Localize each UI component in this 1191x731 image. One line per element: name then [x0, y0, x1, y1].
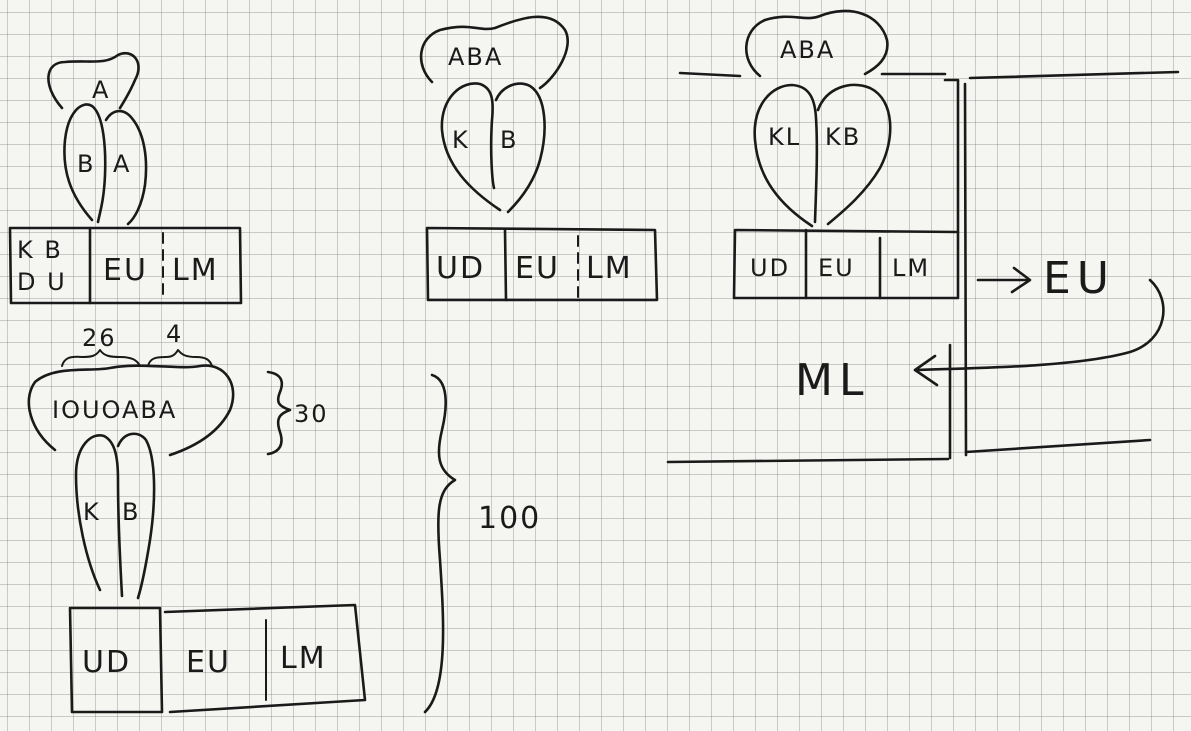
d3-lobe-left-label: KL — [768, 123, 801, 151]
d2-box-frame — [425, 226, 659, 302]
d1-lobe-left — [63, 103, 107, 224]
d3-arrow-right-head — [1010, 266, 1032, 294]
d3-cap — [744, 9, 889, 78]
d3-bottom-label: ML — [795, 355, 869, 406]
d3-right-vertical — [963, 82, 968, 457]
d1-lobe-right — [104, 109, 148, 226]
d1-box-left-line2: D U — [17, 268, 67, 296]
d1-cap — [47, 52, 140, 110]
d4-box-frame — [68, 606, 164, 714]
d4-cap — [27, 364, 235, 457]
d4-brace-right — [147, 349, 213, 367]
d2-lobe-left-label: K — [452, 126, 470, 154]
d3-cap-label: ABA — [780, 36, 835, 64]
d3-right-top-line — [968, 70, 1180, 80]
d2-box-divider — [503, 228, 508, 302]
d4-box-left: UD — [82, 645, 131, 680]
d2-box-left: UD — [436, 251, 485, 286]
d4-lobe-left-label: K — [83, 498, 101, 526]
d1-lobe-right-label: A — [113, 150, 131, 178]
d3-box-mid: EU — [818, 254, 855, 282]
d3-return-curve — [913, 278, 1165, 372]
d1-box-frame — [8, 226, 243, 305]
d3-lobe-left — [753, 83, 819, 228]
d1-box-right: LM — [172, 253, 219, 288]
d2-box-right: LM — [586, 251, 633, 286]
d2-cap-label: ABA — [448, 43, 503, 71]
d2-cap — [419, 15, 569, 90]
d4-brace-30 — [266, 370, 292, 456]
d4-brace-30-label: 30 — [294, 400, 329, 428]
d2-lobe-right-label: B — [500, 126, 518, 154]
d3-lobe-right — [816, 83, 892, 226]
d4-box-mid: EU — [186, 645, 231, 680]
d4-box-right: LM — [280, 641, 327, 676]
d4-lobe-left — [74, 434, 124, 598]
d4-lobe-right — [116, 432, 156, 600]
d4-count-right: 4 — [166, 320, 183, 348]
d4-brace-100-label: 100 — [478, 501, 541, 536]
d1-box-left-line1: K B — [17, 236, 63, 264]
diagram-4: 26 4 IOUOABA 30 K B UD EU LM 100 — [27, 320, 541, 714]
d4-brace-100 — [423, 373, 457, 714]
d3-arrow-target-label: EU — [1043, 253, 1115, 304]
d3-top-line-left — [678, 71, 742, 78]
d3-right-bracket — [943, 78, 960, 234]
d3-bottom-right-line — [964, 438, 1152, 454]
d3-bottom-left-line — [666, 457, 950, 464]
d2-box-mid: EU — [515, 251, 560, 286]
d3-box-frame — [732, 228, 960, 300]
d4-box-frame-right — [163, 603, 367, 714]
d2-lobe-left — [440, 82, 502, 212]
d3-lobe-right-label: KB — [825, 123, 861, 151]
d4-cap-label: IOUOABA — [52, 396, 177, 424]
diagram-2: ABA K B UD EU LM — [419, 15, 659, 302]
d3-box-right: LM — [892, 254, 930, 282]
d1-lobe-left-label: B — [77, 150, 95, 178]
d4-brace-left — [61, 349, 141, 367]
d3-return-arrow-head — [913, 354, 939, 387]
d3-box-left: UD — [750, 254, 790, 282]
diagram-1: A B A K B D U EU LM — [8, 52, 243, 305]
diagram-3: ABA KL KB UD EU LM EU ML — [666, 9, 1180, 464]
d1-box-mid: EU — [103, 253, 148, 288]
d4-lobe-right-label: B — [122, 498, 140, 526]
d1-cap-label: A — [92, 76, 110, 104]
d2-lobe-right — [494, 82, 546, 214]
d4-count-left: 26 — [82, 324, 117, 352]
